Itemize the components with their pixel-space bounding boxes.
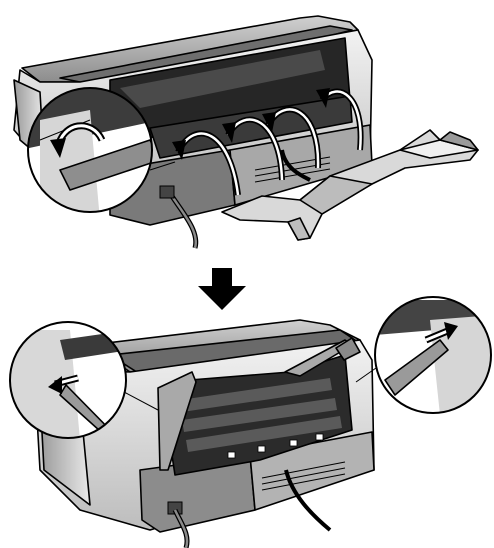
paper-support-illustration-top [221, 129, 479, 241]
curved-arrow-icon [222, 116, 285, 181]
magnifier-inset-bottom-right [355, 296, 492, 414]
curved-arrow-icons-top [172, 88, 364, 196]
paper-support-illustration-bottom [157, 337, 361, 476]
magnifier-inset-bottom-left [9, 321, 159, 439]
curved-arrow-icon [316, 88, 364, 151]
curved-arrow-icon [262, 106, 322, 169]
curved-arrow-icon [172, 130, 241, 196]
magnifier-inset-top [27, 87, 176, 213]
down-arrow-icon [198, 268, 246, 310]
